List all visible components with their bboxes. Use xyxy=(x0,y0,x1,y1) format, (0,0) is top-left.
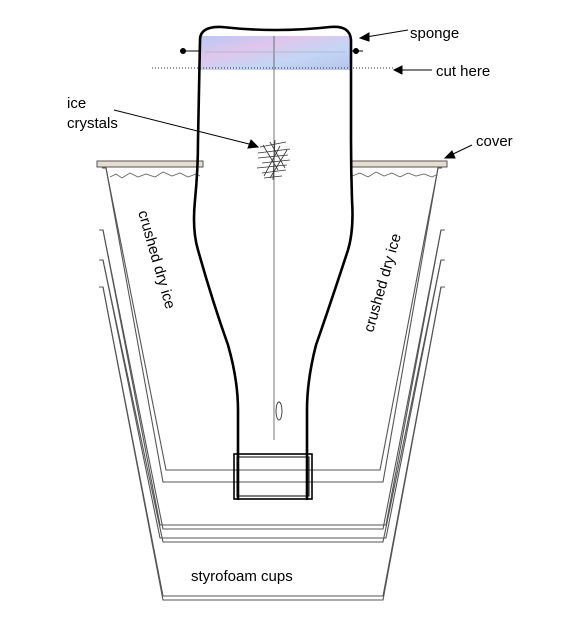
label-sponge: sponge xyxy=(410,25,459,42)
pointers xyxy=(113,29,473,159)
cup-outline xyxy=(99,286,445,597)
ice-crystals xyxy=(256,139,291,181)
dry-ice-surface xyxy=(109,171,437,179)
arrow-icon xyxy=(358,32,370,42)
pin-right xyxy=(353,48,359,54)
cup-outline xyxy=(99,229,445,526)
bottle xyxy=(152,25,395,500)
label-cover: cover xyxy=(476,133,513,150)
cup-outline xyxy=(102,167,442,471)
bottle-outline xyxy=(192,25,354,500)
pin-left xyxy=(180,48,186,54)
label-crushed-dry-ice-right: crushed dry ice xyxy=(361,232,405,334)
label-styrofoam-cups: styrofoam cups xyxy=(191,568,293,585)
weight xyxy=(275,401,283,421)
label-crystals: crystals xyxy=(67,115,118,132)
label-crushed-dry-ice-left: crushed dry ice xyxy=(134,208,178,310)
styrofoam-cups xyxy=(99,167,445,601)
bottle-cap xyxy=(233,453,313,500)
arrow-icon xyxy=(443,150,456,159)
cup-outline xyxy=(105,167,439,483)
cup-outline xyxy=(102,229,442,530)
cup-outline xyxy=(102,259,442,543)
arrow-icon xyxy=(392,65,403,75)
cup-outline xyxy=(102,286,442,601)
sponge xyxy=(199,36,351,70)
arrow-icon xyxy=(247,139,260,149)
label-ice: ice xyxy=(67,95,86,112)
cup-outline xyxy=(99,259,445,539)
label-cut-here: cut here xyxy=(436,63,490,80)
